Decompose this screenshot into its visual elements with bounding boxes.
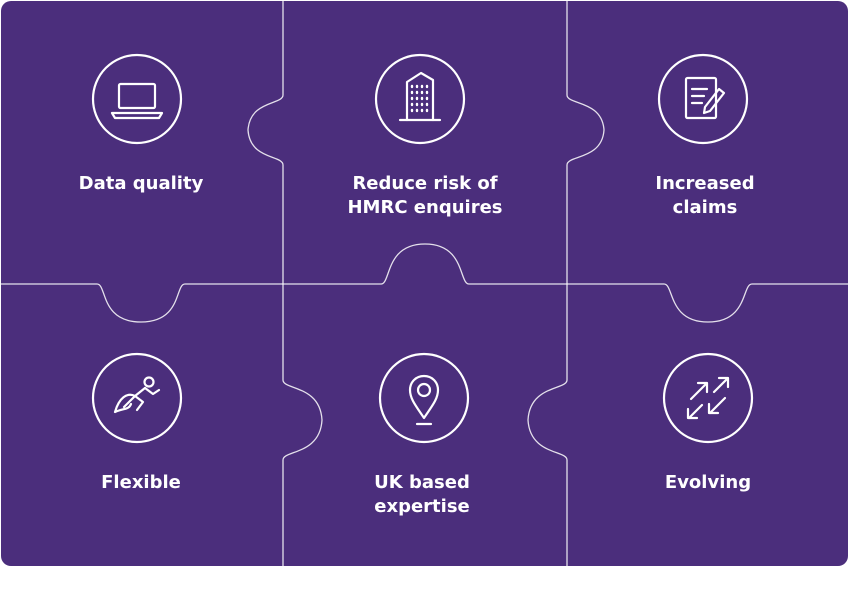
- expand-arrows-icon: [662, 352, 754, 444]
- superhero-flying-icon: [91, 352, 183, 444]
- office-building-icon: [374, 53, 466, 145]
- document-edit-icon: [657, 53, 749, 145]
- seam-vertical-2-top: [566, 1, 605, 284]
- piece-label-flexible: Flexible: [101, 472, 181, 493]
- seam-vertical-1-top: [247, 1, 284, 284]
- laptop-icon: [91, 53, 183, 145]
- piece-label-data-quality: Data quality: [78, 173, 204, 194]
- puzzle-background: [1, 1, 848, 566]
- piece-label-reduce-risk: Reduce risk of HMRC enquires: [347, 173, 503, 218]
- piece-label-increased-claims: Increased claims: [655, 173, 755, 218]
- piece-label-uk-based-expertise: UK based expertise: [374, 472, 470, 517]
- seam-vertical-1-bottom: [282, 284, 323, 566]
- piece-label-evolving: Evolving: [664, 472, 752, 493]
- seam-horizontal: [1, 243, 849, 323]
- seam-vertical-2-bottom: [527, 284, 568, 566]
- location-pin-icon: [378, 352, 470, 444]
